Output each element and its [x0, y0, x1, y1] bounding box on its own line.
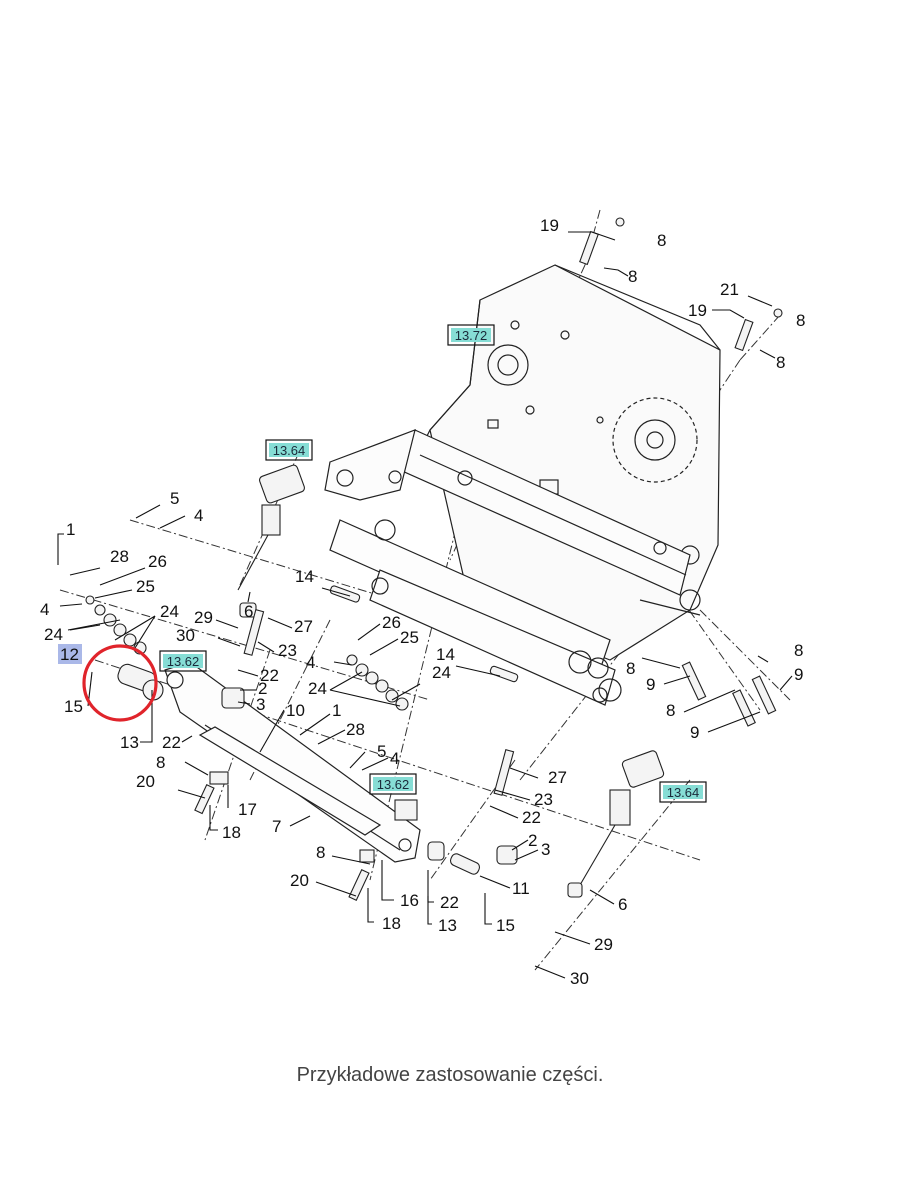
ref-box-13-64-upper[interactable]: 13.64: [265, 439, 313, 461]
ref-label: 13.62: [167, 654, 200, 669]
part-label: 9: [794, 665, 803, 684]
part-label: 23: [534, 790, 553, 809]
part-label: 8: [666, 701, 675, 720]
part-label: 8: [316, 843, 325, 862]
part-label: 22: [260, 666, 279, 685]
caption: Przykładowe zastosowanie części.: [296, 1064, 604, 1086]
part-label: 24: [160, 602, 179, 621]
part-label: 9: [690, 723, 699, 742]
part-label: 23: [278, 641, 297, 660]
part-label: 11: [512, 879, 530, 898]
ref-label: 13.64: [273, 443, 306, 458]
part-label: 25: [136, 577, 155, 596]
part-label: 4: [390, 749, 399, 768]
part-label: 8: [657, 231, 666, 250]
part-label: 8: [626, 659, 635, 678]
ref-label: 13.62: [377, 777, 410, 792]
ref-label: 13.72: [455, 328, 488, 343]
part-label: 10: [286, 701, 305, 720]
part-label: 24: [44, 625, 63, 644]
part-label: 26: [148, 552, 167, 571]
ref-box-13-64-lower[interactable]: 13.64: [659, 781, 707, 803]
part-label: 20: [136, 772, 155, 791]
part-label: 24: [308, 679, 327, 698]
part-label: 21: [720, 280, 739, 299]
leader-lines: [57, 231, 793, 979]
part-label: 29: [194, 608, 213, 627]
part-label: 4: [40, 600, 49, 619]
part-label: 18: [222, 823, 241, 842]
part-label: 29: [594, 935, 613, 954]
part-label: 28: [110, 547, 129, 566]
part-label: 12: [60, 645, 79, 664]
part-label: 20: [290, 871, 309, 890]
part-label: 1: [66, 520, 75, 539]
part-label: 16: [400, 891, 419, 910]
highlight-marker-12: [58, 644, 82, 664]
part-label: 3: [256, 695, 265, 714]
part-label: 18: [382, 914, 401, 933]
part-label: 26: [382, 613, 401, 632]
main-frame: [324, 264, 721, 706]
part-label: 19: [688, 301, 707, 320]
ref-box-13-62-lower[interactable]: 13.62: [369, 773, 417, 795]
part-label: 1: [332, 701, 341, 720]
part-label: 6: [244, 602, 253, 621]
part-label: 5: [377, 742, 386, 761]
part-label: 13: [120, 733, 139, 752]
small-parts: [85, 217, 783, 902]
part-label: 2: [528, 831, 537, 850]
ref-box-13-72[interactable]: 13.72: [447, 324, 495, 346]
part-label: 8: [776, 353, 785, 372]
part-label: 8: [794, 641, 803, 660]
part-label: 15: [64, 697, 83, 716]
part-label: 7: [272, 817, 281, 836]
part-label: 27: [294, 617, 313, 636]
part-label: 19: [540, 216, 559, 235]
part-label: 13: [438, 916, 457, 935]
part-label: 2: [258, 679, 267, 698]
part-label: 9: [646, 675, 655, 694]
part-label: 8: [796, 311, 805, 330]
highlight-circle: [82, 644, 158, 722]
part-label: 17: [238, 800, 257, 819]
ref-label: 13.64: [667, 785, 700, 800]
part-label: 8: [156, 753, 165, 772]
part-label: 27: [548, 768, 567, 787]
part-label: 3: [541, 840, 550, 859]
part-label: 4: [194, 506, 203, 525]
part-label: 22: [522, 808, 541, 827]
part-label: 8: [628, 267, 637, 286]
part-label: 15: [496, 916, 515, 935]
part-labels: 19 8 8 21 8 19 8 5 4 1 28 26 25 4 24 24 …: [40, 216, 805, 988]
part-label: 28: [346, 720, 365, 739]
part-label: 25: [400, 628, 419, 647]
part-label: 22: [440, 893, 459, 912]
part-label: 14: [436, 645, 455, 664]
part-label: 24: [432, 663, 451, 682]
part-label: 30: [570, 969, 589, 988]
part-label: 22: [162, 733, 181, 752]
part-label: 30: [176, 626, 195, 645]
ref-box-13-62-left[interactable]: 13.62: [159, 650, 207, 672]
part-label: 6: [618, 895, 627, 914]
part-label: 4: [306, 653, 315, 672]
part-label: 14: [295, 567, 314, 586]
part-label: 5: [170, 489, 179, 508]
